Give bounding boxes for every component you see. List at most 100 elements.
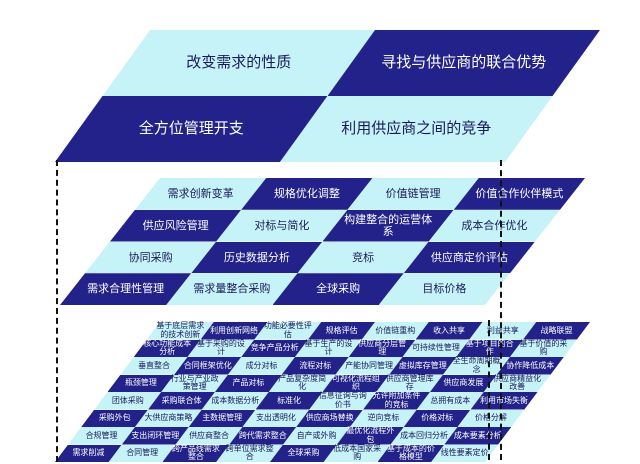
- bottom-grid-cell: [281, 357, 349, 375]
- bottom-grid-cell: [361, 322, 429, 340]
- bottom-grid-cell: [510, 339, 577, 357]
- bottom-grid-cell: [81, 409, 149, 427]
- middle-grid-cell-label-box: 目标价格: [391, 273, 497, 305]
- top-grid-cell-label: 全方位管理开支: [138, 119, 244, 138]
- bottom-grid-cell: [415, 322, 483, 340]
- bottom-grid-cell: [309, 392, 377, 410]
- middle-grid-cell-label: 供应风险管理: [142, 218, 209, 232]
- middle-grid-cell-label: 构建整合的运营体系: [344, 213, 433, 238]
- middle-grid-cell-label: 供应商定价评估: [430, 250, 508, 264]
- top-grid-cell-label-box: 利用供应商之间的竞争: [304, 96, 529, 162]
- bottom-grid-cell: [295, 339, 362, 357]
- bottom-grid-cell: [376, 374, 444, 392]
- middle-grid-cell: [322, 209, 454, 242]
- bottom-grid-cell-label: 供应商管理库存: [385, 373, 434, 392]
- bottom-grid-cell-label: 功能必要性评估: [263, 321, 312, 339]
- bottom-grid-cell-label-box: 规格评估: [315, 322, 369, 340]
- bottom-grid-cell-label-box: 需求削减: [62, 445, 116, 463]
- bottom-grid-cell: [216, 444, 284, 462]
- bottom-grid-cell-label: 全生命周期概念: [452, 356, 501, 374]
- top-grid-cell-label-box: 改变需求的性质: [126, 30, 351, 96]
- bottom-grid-cell-label: 合规管理: [85, 430, 118, 440]
- bottom-grid-cell: [174, 357, 242, 375]
- top-grid-cell: [327, 30, 600, 96]
- bottom-grid-cell-label: 成本要素分析: [453, 430, 502, 440]
- bottom-grid-cell-label-box: 垂直整合: [127, 357, 181, 375]
- bottom-grid-cell-label-box: 基于价值的采购: [517, 338, 571, 358]
- bottom-grid-cell-label: 规格评估: [325, 325, 358, 335]
- bottom-grid-cell-label: 利益共享: [486, 325, 519, 335]
- bottom-grid-cell-label-box: 最优化流程外包: [343, 427, 397, 445]
- bottom-grid-cell-label: 供应商场替换: [305, 413, 354, 423]
- bottom-grid-cell-label-box: 低成本国家采购: [330, 443, 384, 463]
- middle-grid-cell-label: 需求量整合采购: [193, 282, 271, 296]
- bottom-grid-cell: [283, 427, 350, 445]
- bottom-grid-cell-label: 竞争产品分析: [250, 343, 299, 353]
- middle-grid-cell: [378, 273, 510, 305]
- bottom-grid-cell-label: 行业与产业政策管理: [170, 373, 219, 392]
- bottom-grid-cell: [55, 444, 122, 462]
- bottom-grid-cell-label: 供应商精益化改善: [493, 373, 542, 392]
- bottom-grid-cell: [444, 427, 512, 445]
- bottom-grid-cell: [402, 339, 470, 357]
- middle-grid-cell-label-box: 竞标: [310, 242, 416, 274]
- bottom-grid-cell: [148, 392, 215, 410]
- middle-grid-cell-label-box: 全球采购: [285, 273, 391, 305]
- middle-grid-cell-label-box: 供应风险管理: [123, 210, 229, 242]
- bottom-grid-cell: [335, 357, 403, 375]
- bottom-grid-cell-label: 基于价值的采购: [519, 338, 568, 357]
- bottom-grid-cell: [308, 322, 375, 340]
- bottom-grid-cell-label: 基于底层需求的技术创新: [156, 321, 205, 339]
- bottom-grid-cell-label-box: 基于采购的设计: [194, 339, 248, 358]
- bottom-grid-cell-label: 跨产品线需求整合: [171, 443, 220, 462]
- bottom-grid-cell-label-box: 自产或外购: [290, 427, 344, 445]
- bottom-grid-cell-label: 标准化: [277, 395, 302, 405]
- bottom-grid-cell-label: 成本数据分析: [211, 395, 260, 405]
- bottom-grid-cell-label: 虚拟库存管理: [398, 360, 447, 370]
- bottom-grid-cell: [430, 374, 497, 392]
- bottom-grid-cell-label: 采购外包: [98, 413, 131, 423]
- bottom-grid-cell: [68, 427, 135, 445]
- middle-grid-cell-label-box: 成本合作优化: [441, 210, 547, 242]
- middle-grid-cell: [85, 241, 217, 274]
- bottom-grid-cell-label-box: 利用创新网络: [207, 322, 261, 340]
- top-grid-cell-label-box: 全方位管理开支: [79, 96, 304, 162]
- middle-grid-cell: [60, 273, 192, 305]
- bottom-grid-cell-label: 低成本国家采购: [333, 443, 382, 462]
- bottom-grid-cell-label-box: 战略联盟: [530, 322, 584, 340]
- bottom-grid-cell-label: 利用创新网络: [210, 325, 259, 335]
- bottom-grid-cell: [108, 444, 176, 462]
- bottom-grid-cell: [215, 374, 282, 392]
- left-dashed-connector: [56, 160, 58, 462]
- middle-grid-cell-label-box: 供应商定价评估: [416, 242, 522, 274]
- bottom-grid-cell: [175, 427, 243, 445]
- middle-grid-cell-label-box: 价值合作伙伴模式: [466, 178, 572, 210]
- bottom-grid-cell-label: 合同框架优化: [183, 360, 232, 370]
- bottom-grid-cell-label: 流程对标: [299, 360, 332, 370]
- bottom-grid-cell: [229, 427, 297, 445]
- bottom-grid-cell: [187, 339, 255, 357]
- bottom-grid-cell-label-box: 核心功能成本分析: [140, 339, 194, 358]
- bottom-grid-cell-label-box: 收入共享: [422, 322, 476, 340]
- bottom-grid-cell: [431, 444, 499, 462]
- bottom-grid-cell-label: 价格分解: [474, 413, 507, 423]
- middle-grid-cell-label-box: 构建整合的运营体系: [335, 210, 441, 242]
- bottom-grid-cell-label-box: 合同框架优化: [181, 357, 235, 375]
- bottom-grid-cell-label-box: 成分对标: [235, 357, 289, 375]
- bottom-grid-cell-label-box: 允许附加条件的竞标: [370, 392, 424, 410]
- bottom-grid-cell: [188, 409, 256, 427]
- middle-grid-cell: [428, 209, 560, 242]
- top-grid-cell-label: 改变需求的性质: [186, 53, 292, 72]
- bottom-grid-cell-label: 全球采购: [287, 448, 320, 458]
- middle-grid-cell-label: 价值合作伙伴模式: [475, 187, 564, 201]
- bottom-grid-cell: [241, 339, 309, 357]
- bottom-grid-cell-label-box: 行业与产业政策管理: [168, 373, 222, 393]
- middle-grid-cell: [110, 209, 242, 242]
- bottom-grid-cell: [322, 374, 390, 392]
- bottom-grid-cell: [496, 357, 564, 375]
- top-grid-cell: [102, 30, 375, 96]
- bottom-grid-cell-label: 成分对标: [245, 360, 278, 370]
- bottom-grid-cell-label-box: 全球采购: [277, 445, 331, 463]
- bottom-grid-cell-label: 逆向竞标: [367, 413, 400, 423]
- bottom-grid-cell-label: 产能协同管理: [345, 360, 394, 370]
